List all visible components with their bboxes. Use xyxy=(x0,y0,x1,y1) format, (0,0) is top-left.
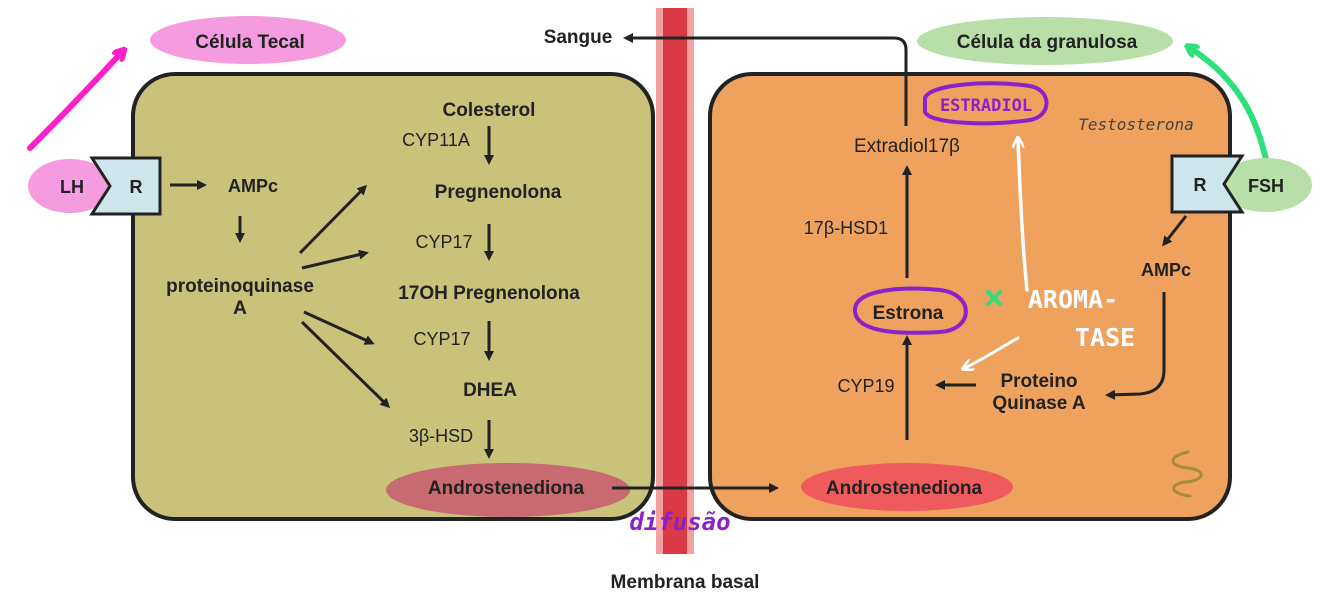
fsh-receptor-to-ampc-arrow xyxy=(1162,215,1188,247)
aromatase-to-cyp19-arrow xyxy=(965,336,1020,368)
cyp17-label-b: CYP17 xyxy=(413,329,470,349)
extradiol: Extradiol17β xyxy=(854,136,960,157)
theca-label-blob xyxy=(150,16,346,64)
granulosa-cell xyxy=(708,72,1232,521)
granulosa-label-blob xyxy=(917,17,1173,65)
17b-hsd1-label: 17β-HSD1 xyxy=(804,218,888,238)
pregnenolona: Pregnenolona xyxy=(435,182,562,203)
dhea: DHEA xyxy=(463,380,517,401)
lh-label: LH xyxy=(60,177,84,197)
theca-title: Célula Tecal xyxy=(195,32,304,53)
fsh-label: FSH xyxy=(1248,176,1284,196)
testosterona-handwritten: Testosterona xyxy=(1078,115,1194,134)
lh-blob xyxy=(28,159,112,213)
theca-pka-line1: proteinoquinase xyxy=(166,276,314,297)
lh-receptor xyxy=(89,156,162,216)
lh-receptor-label: R xyxy=(130,177,143,197)
cyp19-label: CYP19 xyxy=(837,376,894,396)
blood-label: Sangue xyxy=(544,27,613,48)
basal-membrane-label: Membrana basal xyxy=(611,572,760,593)
granulosa-pka-line2: Quinase A xyxy=(992,393,1086,414)
decorative-squiggle-icon xyxy=(1171,450,1203,498)
estrona: Estrona xyxy=(873,303,944,324)
androstenediona-right-blob xyxy=(801,463,1013,511)
ampc-to-pka-curved-arrow xyxy=(1105,292,1166,400)
lh-to-theca-arrow xyxy=(27,52,122,151)
diffusion-label: difusão xyxy=(629,508,730,536)
aromatase-star-icon xyxy=(986,290,1002,306)
pka-to-androstenediona-arrow xyxy=(300,320,391,409)
androstenediona-right: Androstenediona xyxy=(826,478,983,499)
cyp17-label-a: CYP17 xyxy=(415,232,472,252)
fsh-blob xyxy=(1220,158,1312,212)
estradiol-circle xyxy=(923,81,1049,126)
theca-pka-line2: A xyxy=(233,298,247,319)
theca-ampc: AMPc xyxy=(228,176,278,196)
androstenediona-left: Androstenediona xyxy=(428,478,585,499)
theca-cell xyxy=(131,72,655,521)
granulosa-ampc: AMPc xyxy=(1141,260,1191,280)
fsh-receptor xyxy=(1170,154,1245,214)
17oh-pregnenolona: 17OH Pregnenolona xyxy=(398,283,580,304)
pka-to-17oh-arrow xyxy=(301,249,369,270)
3b-hsd-label: 3β-HSD xyxy=(409,426,473,446)
estradiol-handwritten: ESTRADIOL xyxy=(940,96,1032,116)
estradiol-to-blood-arrow xyxy=(623,33,908,126)
granulosa-title: Célula da granulosa xyxy=(957,32,1138,53)
aromatase-line1: AROMA- xyxy=(1028,285,1118,314)
pka-to-pregnenolona-arrow xyxy=(298,184,368,255)
estrona-circle xyxy=(853,286,968,335)
granulosa-pka-line1: Proteino xyxy=(1000,371,1077,392)
aromatase-to-estradiol-arrow xyxy=(1018,140,1029,292)
pka-to-dhea-arrow xyxy=(303,310,375,345)
androstenediona-left-blob xyxy=(386,463,630,517)
basal-membrane-inner xyxy=(663,8,687,554)
aromatase-line2: TASE xyxy=(1075,323,1135,352)
fsh-to-granulosa-arrow xyxy=(1190,48,1271,171)
cyp11a-label: CYP11A xyxy=(402,130,470,150)
fsh-receptor-label: R xyxy=(1194,175,1207,195)
colesterol: Colesterol xyxy=(443,100,536,121)
